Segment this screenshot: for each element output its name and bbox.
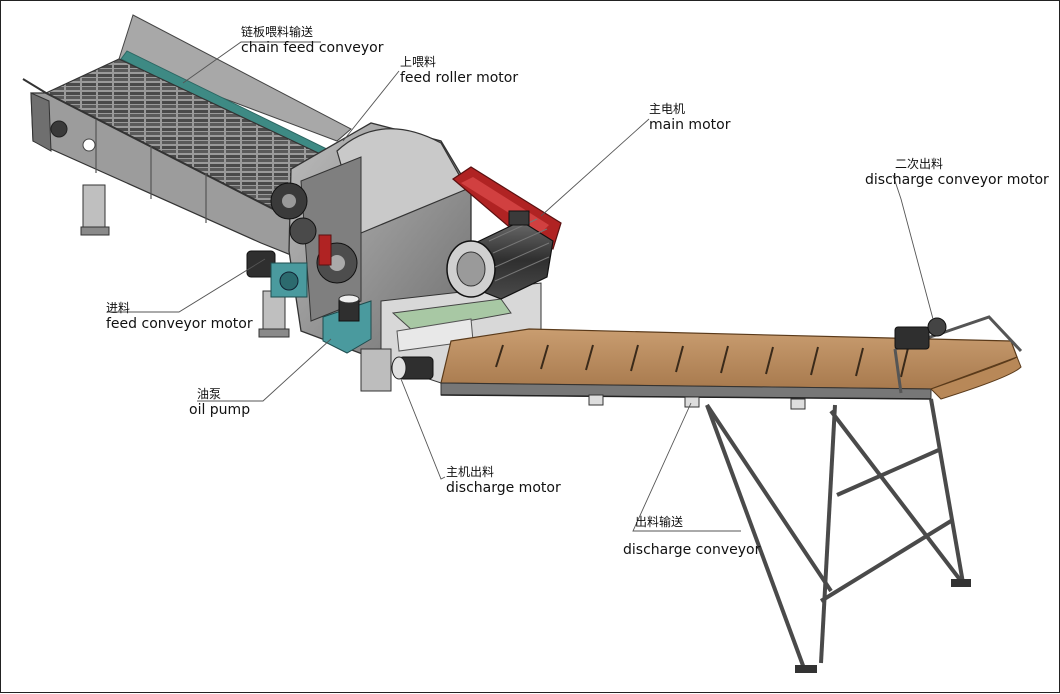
label-chain-feed-conveyor-zh: 链板喂料输送 [241, 25, 314, 39]
label-discharge-conveyor-motor-en: discharge conveyor motor [865, 171, 1049, 188]
label-oil-pump: 油泵 oil pump [189, 387, 251, 418]
leader-discharge-conveyor [632, 402, 741, 532]
label-feed-roller-motor-en: feed roller motor [400, 69, 519, 86]
label-discharge-conveyor-motor: 二次出料 discharge conveyor motor [865, 157, 1049, 188]
label-main-motor-zh: 主电机 [649, 102, 686, 116]
leader-oil-pump [197, 338, 332, 402]
chain-feed-conveyor-drawing [22, 14, 352, 338]
leader-main-motor [540, 118, 650, 217]
discharge-motor-drawing [391, 356, 434, 380]
label-discharge-conveyor-en: discharge conveyor [623, 541, 761, 558]
label-feed-roller-motor-zh: 上喂料 [400, 55, 437, 69]
main-motor-drawing [446, 166, 562, 300]
chipper-housing-drawing [270, 122, 542, 392]
label-feed-conveyor-motor: 进料 feed conveyor motor [106, 301, 253, 332]
feed-conveyor-motor-drawing [246, 250, 308, 298]
label-chain-feed-conveyor-en: chain feed conveyor [241, 39, 384, 56]
label-discharge-conveyor-motor-zh: 二次出料 [895, 157, 944, 171]
label-main-motor: 主电机 main motor [649, 102, 731, 133]
label-discharge-motor: 主机出料 discharge motor [446, 465, 561, 496]
label-main-motor-en: main motor [649, 116, 731, 133]
label-discharge-motor-zh: 主机出料 [446, 465, 495, 479]
label-oil-pump-zh: 油泵 [197, 387, 222, 401]
label-oil-pump-en: oil pump [189, 401, 251, 418]
leader-discharge-motor [400, 378, 446, 480]
discharge-conveyor-drawing [440, 315, 1023, 673]
label-discharge-conveyor-zh: 出料输送 [635, 515, 684, 529]
label-feed-conveyor-motor-en: feed conveyor motor [106, 315, 253, 332]
leader-chain-feed-conveyor [182, 41, 321, 84]
leader-feed-conveyor-motor [107, 258, 266, 313]
label-feed-conveyor-motor-zh: 进料 [106, 301, 131, 315]
leader-lines [107, 41, 934, 532]
leader-discharge-conveyor-motor [892, 174, 934, 320]
label-feed-roller-motor: 上喂料 feed roller motor [400, 55, 519, 86]
label-discharge-motor-en: discharge motor [446, 479, 561, 496]
label-discharge-conveyor: 出料输送 discharge conveyor [623, 515, 761, 558]
label-chain-feed-conveyor: 链板喂料输送 chain feed conveyor [241, 25, 384, 56]
leader-feed-roller-motor [342, 70, 400, 142]
oil-pump-drawing [322, 294, 372, 354]
